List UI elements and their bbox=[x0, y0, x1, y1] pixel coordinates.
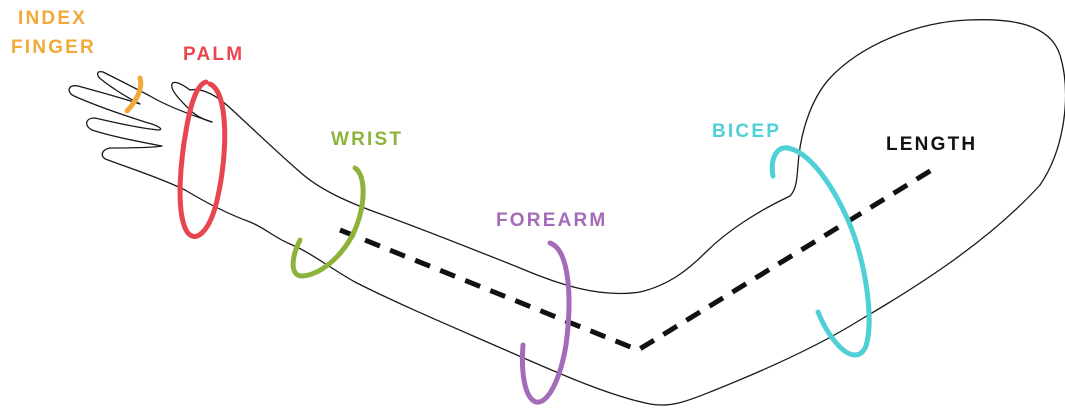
arm-lower-edge bbox=[185, 185, 1040, 405]
palm-ring bbox=[180, 82, 225, 236]
forearm-ring bbox=[522, 243, 569, 402]
index-finger-label-line2: FINGER bbox=[11, 37, 96, 58]
length-label: LENGTH bbox=[886, 134, 977, 155]
wrist-ring bbox=[293, 168, 363, 276]
index-finger-label-line1: INDEX bbox=[18, 8, 87, 29]
palm-label: PALM bbox=[183, 44, 244, 65]
forearm-label: FOREARM bbox=[496, 210, 607, 231]
arm-upper-edge bbox=[190, 20, 1065, 294]
index-finger-ring bbox=[127, 78, 141, 111]
wrist-label: WRIST bbox=[331, 129, 403, 150]
bicep-label: BICEP bbox=[712, 121, 781, 142]
length-measurement-line bbox=[340, 168, 935, 350]
